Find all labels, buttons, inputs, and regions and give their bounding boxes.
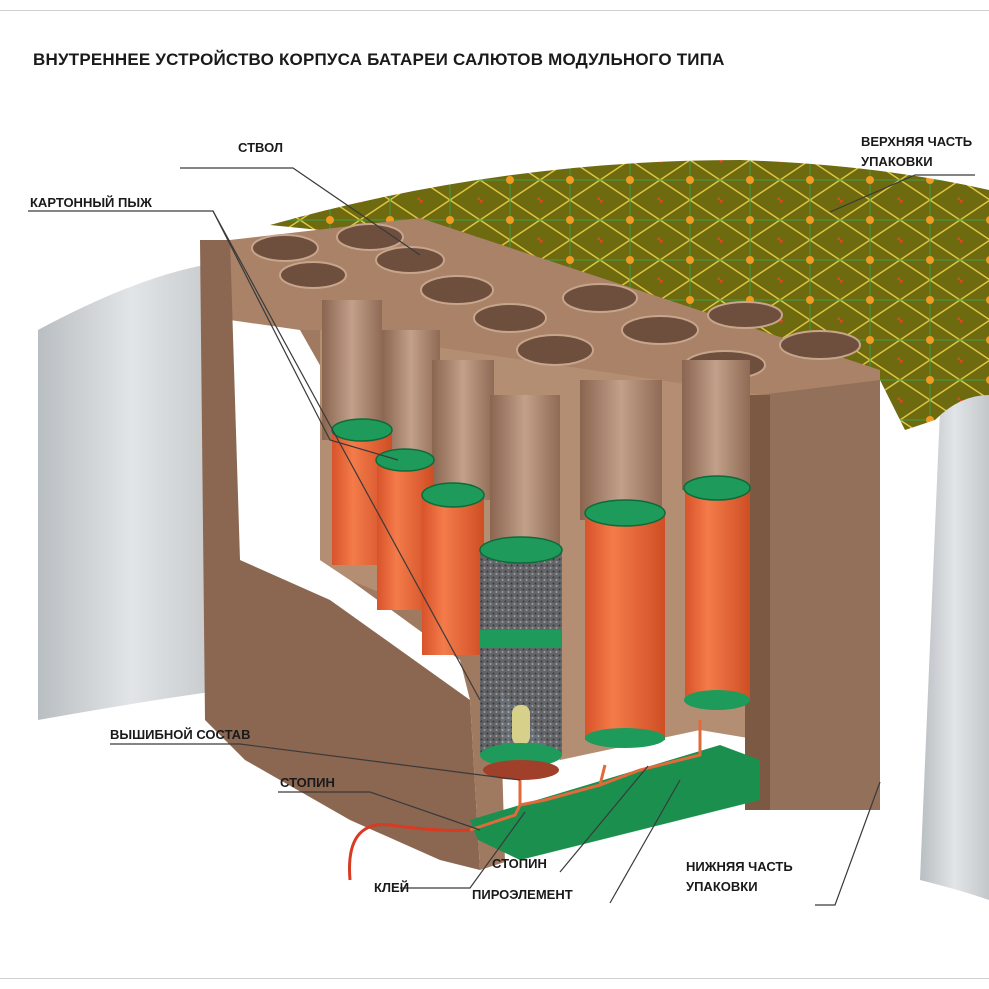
pyro-board [470,745,760,860]
label-lift-charge: ВЫШИБНОЙ СОСТАВ [110,727,251,742]
label-bottom-pack-line1: НИЖНЯЯ ЧАСТЬ [686,859,793,874]
label-cardboard-wad: КАРТОННЫЙ ПЫЖ [30,195,152,210]
shell-tubes [332,430,750,740]
left-wrap-sheet [38,262,225,720]
label-glue: КЛЕЙ [374,880,410,895]
label-fuse-left: СТОПИН [280,775,335,790]
block-left-wall [200,240,480,870]
label-fuse-bottom: СТОПИН [492,856,547,871]
fuse-lines [469,720,702,832]
diagram-title: ВНУТРЕННЕЕ УСТРОЙСТВО КОРПУСА БАТАРЕИ СА… [33,50,725,69]
label-top-pack-line2: УПАКОВКИ [861,154,933,169]
external-fuse [348,823,471,881]
cutaway-tube [479,536,563,780]
label-top-pack-line1: ВЕРХНЯЯ ЧАСТЬ [861,134,973,149]
right-wrap-sheet [920,392,989,900]
label-bottom-pack-line2: УПАКОВКИ [686,879,758,894]
block-right-wall [760,380,880,810]
label-barrel: СТВОЛ [238,140,283,155]
label-pyro-element: ПИРОЭЛЕМЕНТ [472,887,573,902]
bottom-border [0,978,989,979]
block-right-front [745,395,770,810]
cardboard-wad-caps [331,418,751,527]
leader-lines [28,167,975,906]
top-border [0,10,989,11]
barrel-holes [251,223,861,380]
tube-bottom-rings [585,690,750,748]
